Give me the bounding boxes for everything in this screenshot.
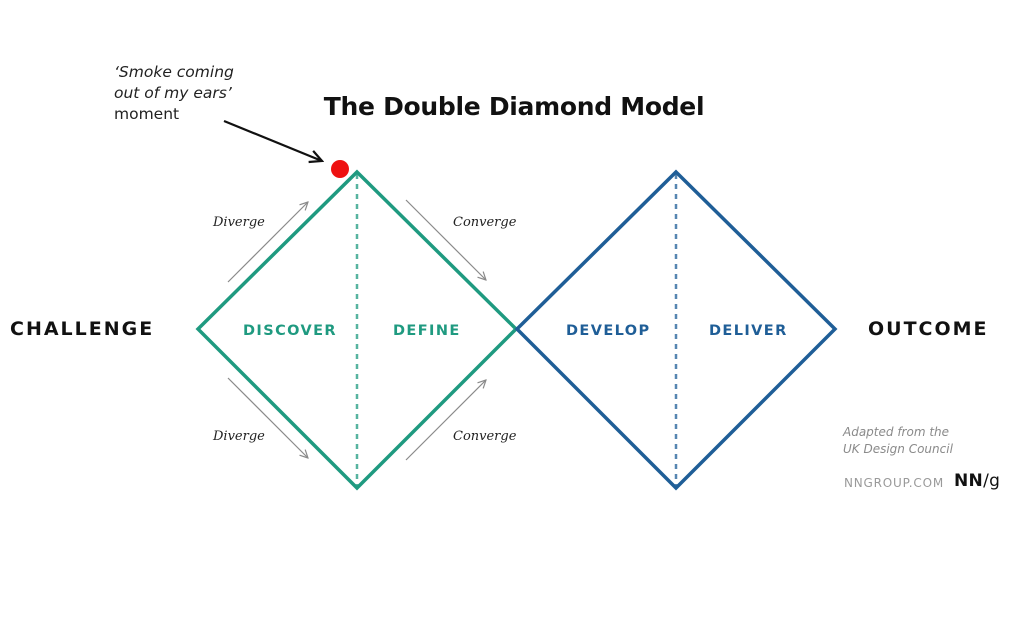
annotation-quote-line1: ‘Smoke coming: [114, 63, 234, 81]
diverge-arrow-bottom: [227, 377, 308, 458]
logo-bold: NN: [954, 471, 984, 491]
converge-label-bottom: Converge: [453, 429, 517, 444]
annotation-text: ‘Smoke coming out of my ears’ moment: [114, 62, 234, 125]
challenge-label: CHALLENGE: [10, 318, 155, 340]
credit-line1: Adapted from the: [843, 425, 950, 439]
converge-label-top: Converge: [453, 215, 517, 230]
diverge-arrow-top: [227, 202, 308, 283]
outcome-label: OUTCOME: [868, 318, 989, 340]
annotation-arrow: [223, 119, 322, 161]
annotation-quote-line2: out of my ears’: [114, 84, 232, 102]
phase-define: DEFINE: [393, 323, 461, 339]
diverge-label-bottom: Diverge: [213, 429, 265, 444]
phase-deliver: DELIVER: [709, 323, 788, 339]
discover-define-diamond: [195, 169, 519, 491]
nng-logo: NN/g: [954, 471, 1000, 491]
develop-deliver-diamond: [514, 169, 838, 491]
credit-note: Adapted from the UK Design Council: [843, 424, 953, 458]
phase-discover: DISCOVER: [243, 323, 337, 339]
diverge-label-top: Diverge: [213, 215, 265, 230]
converge-arrow-bottom: [405, 380, 486, 461]
credit-line2: UK Design Council: [843, 442, 953, 456]
phase-develop: DEVELOP: [566, 323, 651, 339]
annotation-line3: moment: [114, 105, 180, 123]
converge-arrow-top: [405, 199, 486, 280]
logo-rest: /g: [983, 471, 1001, 491]
annotation-marker: [331, 160, 349, 178]
site-url: NNGROUP.COM: [844, 476, 944, 490]
diagram-title: The Double Diamond Model: [323, 92, 705, 121]
